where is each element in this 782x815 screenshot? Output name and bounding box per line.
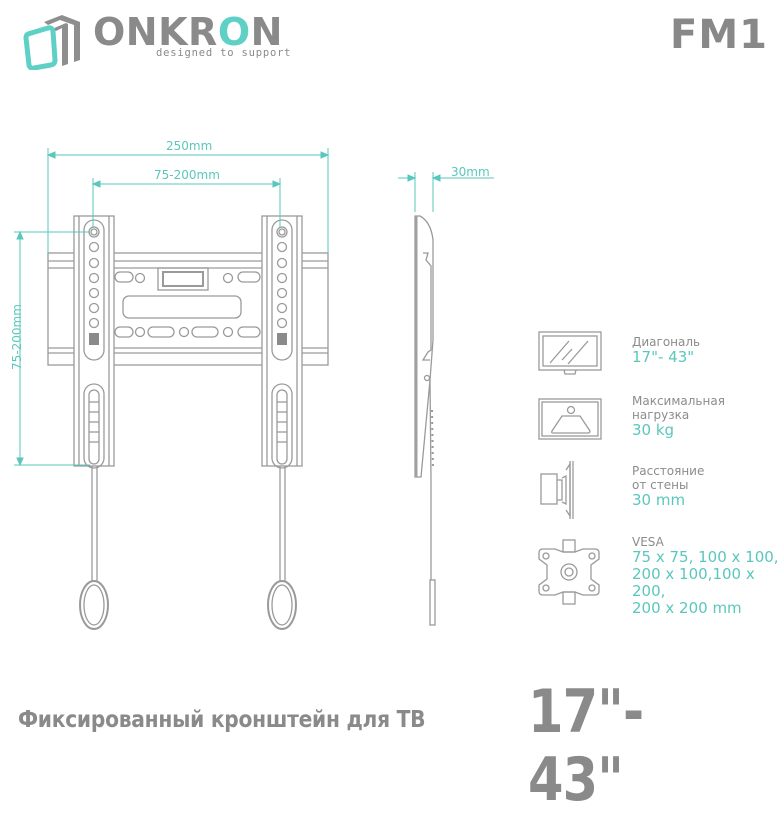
spec-label: нагрузка xyxy=(632,408,690,422)
product-title: Фиксированный кронштейн для ТВ xyxy=(18,707,426,733)
spec-label: Расстояние xyxy=(632,464,705,478)
spec-item-wall-distance: Расстояние от стены 30 mm xyxy=(535,460,782,525)
front-view-drawing xyxy=(14,148,330,630)
spec-item-max-load: Максимальная нагрузка 30 kg xyxy=(535,393,782,453)
brand-name: ONKRON xyxy=(93,10,283,54)
logo-cube-icon xyxy=(23,15,80,70)
right-rail xyxy=(261,215,303,630)
spec-label: Диагональ xyxy=(632,335,701,349)
left-rail xyxy=(73,215,115,630)
spec-label: VESA xyxy=(632,535,664,549)
model-name: FM1 xyxy=(670,12,768,58)
wall-distance-icon xyxy=(540,461,574,519)
dimension-vesa-horizontal-label: 75-200mm xyxy=(154,168,220,182)
spec-value: 17"- 43" xyxy=(632,348,695,366)
product-size-range: 17"- 43" xyxy=(528,677,644,815)
spec-value: 75 x 75, 100 x 100, xyxy=(632,548,779,566)
weight-icon xyxy=(538,398,602,440)
side-view-drawing xyxy=(398,172,494,626)
dimension-depth-label: 30mm xyxy=(451,165,490,179)
spec-value: 30 kg xyxy=(632,421,675,439)
spec-label: Максимальная xyxy=(632,394,725,408)
spec-label: от стены xyxy=(632,478,689,492)
brand-tagline: designed to support xyxy=(156,47,292,59)
dimension-width-label: 250mm xyxy=(166,139,213,153)
dimension-vesa-vertical-label: 75-200mm xyxy=(10,304,24,370)
spec-item-vesa: VESA 75 x 75, 100 x 100, 200 x 100,100 x… xyxy=(535,535,782,617)
spec-value: 200 x 200 mm xyxy=(632,599,742,617)
brand-name-suffix: N xyxy=(250,10,283,54)
brand-name-accent: O xyxy=(217,10,251,54)
spec-item-diagonal: Диагональ 17"- 43" xyxy=(535,325,782,380)
brand-logo: ONKRON xyxy=(18,10,288,70)
spec-list: Диагональ 17"- 43" Максимальная нагрузка… xyxy=(535,325,782,617)
spec-value: 30 mm xyxy=(632,491,686,509)
tv-screen-icon xyxy=(538,331,602,375)
spec-value: 200 x 100,100 x 200, xyxy=(632,565,755,600)
brand-name-prefix: ONKR xyxy=(93,10,218,54)
vesa-plate-icon xyxy=(538,539,600,605)
